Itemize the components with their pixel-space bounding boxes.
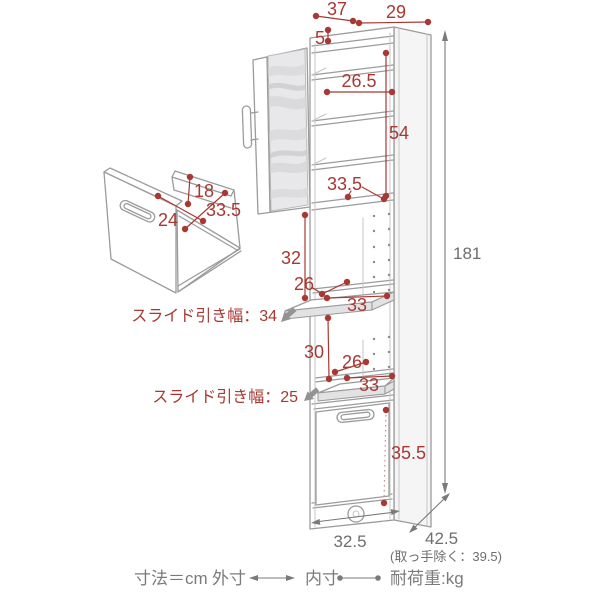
dim-middle-open-height-label: 32 xyxy=(281,248,301,268)
slide-labels: スライド引き幅：34 スライド引き幅：25 xyxy=(131,307,298,406)
dim-overall-width: 32.5 xyxy=(311,509,400,551)
cabinet-body xyxy=(309,26,432,530)
bottom-drawer xyxy=(315,402,390,523)
dim-overall-height: 181 xyxy=(442,30,481,494)
overall-dimensions: 181 32.5 42.5 (取っ手除く：39.5) xyxy=(311,30,502,564)
dim-top-depth: 29 xyxy=(355,2,432,27)
caster-wheel xyxy=(347,505,365,523)
dim-upper-inner-width-label: 26.5 xyxy=(341,71,376,91)
dim-tray1-width-label: 33 xyxy=(347,295,367,315)
pegboard-holes-lower xyxy=(372,335,391,371)
legend-load-label: 耐荷重:kg xyxy=(390,569,464,588)
legend: 寸法＝cm 外寸 内寸 耐荷重:kg xyxy=(134,569,464,588)
dim-drawer-front-height-label: 35.5 xyxy=(391,443,426,463)
dim-tray2-width: 33 xyxy=(343,372,396,395)
dim-top-width-label: 37 xyxy=(327,0,347,19)
cabinet-front-face xyxy=(309,26,395,530)
dim-middle-open-height: 32 xyxy=(281,211,309,302)
dim-drawer-inner-depth-label: 33.5 xyxy=(206,200,241,220)
dim-tray1-depth-label: 26 xyxy=(294,274,314,294)
legend-inner-marker xyxy=(337,575,381,581)
dim-upper-inner-height-label: 54 xyxy=(389,123,409,143)
legend-outer-label: 外寸 xyxy=(212,569,246,588)
dim-overall-width-label: 32.5 xyxy=(333,532,366,551)
glass-door-edge xyxy=(266,56,271,213)
cabinet-side-panel-lines xyxy=(398,28,428,526)
tray1-slide-arrow xyxy=(281,307,297,322)
legend-outer-arrow xyxy=(249,575,295,581)
dim-overall-depth: 42.5 (取っ手除く：39.5) xyxy=(390,493,502,564)
legend-unit: 寸法＝cm xyxy=(134,569,208,588)
dim-upper-inner-depth-label: 33.5 xyxy=(327,174,362,194)
dim-top-gap: 5 xyxy=(315,26,332,48)
cabinet-frame-lines xyxy=(311,32,391,528)
dim-overall-height-label: 181 xyxy=(453,244,481,263)
drawer-handle xyxy=(336,408,375,424)
inner-dimensions: 37 29 5 26.5 54 33.5 xyxy=(154,0,432,507)
dim-tray1-width: 33 xyxy=(323,292,391,315)
dim-upper-inner-width: 26.5 xyxy=(323,71,396,96)
dim-tray2-depth: 26 xyxy=(331,352,370,376)
dim-drawer-inner-width-label: 24 xyxy=(158,210,178,230)
dim-drawer-inner-height: 18 xyxy=(184,173,214,208)
dim-upper-inner-height: 54 xyxy=(382,49,409,200)
drawer-detail-near-wall xyxy=(176,209,241,293)
dim-tray2-width-label: 33 xyxy=(359,375,379,395)
dim-tray-gap: 30 xyxy=(304,314,333,383)
drawer-detail-handle xyxy=(119,199,156,223)
dim-drawer-inner-depth: 33.5 xyxy=(181,189,241,233)
dim-tray2-depth-label: 26 xyxy=(342,352,362,372)
pegboard-holes-upper xyxy=(372,212,391,294)
drawer-detail-front-panel xyxy=(103,171,177,294)
dim-top-gap-label: 5 xyxy=(315,28,325,48)
drawer-detail xyxy=(103,167,242,294)
drawer-front xyxy=(315,402,390,506)
dim-overall-depth-label: 42.5 xyxy=(425,529,458,548)
tray2-slide-arrow xyxy=(304,387,320,401)
tray2-slide-label: スライド引き幅：25 xyxy=(152,388,298,406)
dim-top-width: 37 xyxy=(312,0,357,25)
tray1-slide-label: スライド引き幅：34 xyxy=(131,307,277,325)
dim-drawer-front-height: 35.5 xyxy=(380,406,426,507)
glass-door xyxy=(241,47,311,215)
dim-upper-inner-depth: 33.5 xyxy=(327,174,388,203)
tray2-right-edge xyxy=(384,380,395,395)
door-handle xyxy=(241,105,259,149)
overall-depth-note: (取っ手除く：39.5) xyxy=(390,549,502,564)
dim-tray-gap-label: 30 xyxy=(304,342,324,362)
dim-drawer-inner-width: 24 xyxy=(154,192,207,230)
dim-top-depth-label: 29 xyxy=(386,2,406,22)
dim-drawer-inner-height-label: 18 xyxy=(194,181,214,201)
dim-tray1-depth: 26 xyxy=(294,274,351,298)
legend-inner-label: 内寸 xyxy=(305,569,339,588)
